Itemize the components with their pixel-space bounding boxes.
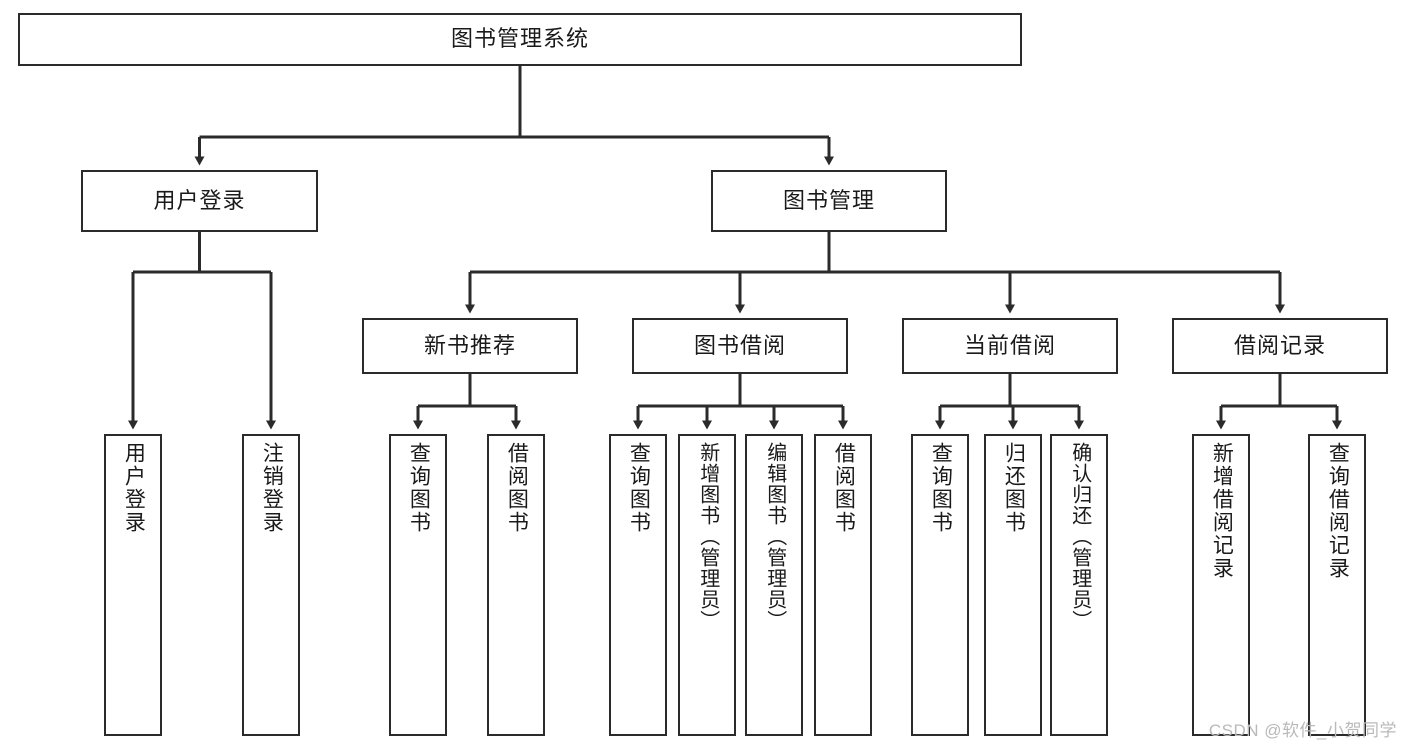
node-label: 图书借阅	[693, 332, 786, 358]
node-label: 当前借阅	[963, 332, 1056, 358]
node-user-login[interactable]: 用户登录	[81, 170, 318, 232]
node-borrowing-record[interactable]: 借阅记录	[1172, 318, 1388, 374]
node-label: 图书管理系统	[450, 26, 589, 52]
node-label: 借阅图书	[832, 442, 856, 534]
node-book-borrowing[interactable]: 图书借阅	[632, 318, 848, 374]
node-label: 图书管理	[782, 187, 875, 213]
node-book-management[interactable]: 图书管理	[711, 170, 947, 232]
node-label: 归还图书	[1002, 442, 1026, 534]
node-label: 用户登录	[153, 187, 246, 213]
node-leaf-logout-login[interactable]: 注销登录	[242, 434, 300, 736]
node-label: 新增借阅记录	[1210, 442, 1234, 580]
node-leaf-edit-book-admin[interactable]: 编辑图书（管理员）	[745, 434, 803, 736]
node-label: 查询借阅记录	[1326, 442, 1350, 580]
node-leaf-borrow-book-a[interactable]: 借阅图书	[487, 434, 545, 736]
node-leaf-query-borrow-record[interactable]: 查询借阅记录	[1308, 434, 1366, 736]
node-label: 确认归还（管理员）	[1068, 442, 1091, 631]
node-leaf-return-book[interactable]: 归还图书	[984, 434, 1042, 736]
node-label: 编辑图书（管理员）	[763, 442, 786, 631]
csdn-watermark: CSDN @软件_小贺同学	[1208, 721, 1397, 740]
node-label: 借阅记录	[1233, 332, 1326, 358]
node-root-system[interactable]: 图书管理系统	[18, 13, 1022, 66]
node-leaf-add-book-admin[interactable]: 新增图书（管理员）	[678, 434, 736, 736]
node-leaf-query-book-c[interactable]: 查询图书	[911, 434, 969, 736]
node-leaf-query-book-a[interactable]: 查询图书	[389, 434, 447, 736]
node-leaf-borrow-book-b[interactable]: 借阅图书	[814, 434, 872, 736]
node-leaf-add-borrow-record[interactable]: 新增借阅记录	[1192, 434, 1250, 736]
node-label: 新增图书（管理员）	[696, 442, 719, 631]
node-label: 用户登录	[122, 442, 146, 534]
node-leaf-confirm-return-admin[interactable]: 确认归还（管理员）	[1050, 434, 1108, 736]
node-label: 查询图书	[407, 442, 431, 534]
node-leaf-query-book-b[interactable]: 查询图书	[609, 434, 667, 736]
node-current-borrowing[interactable]: 当前借阅	[902, 318, 1118, 374]
node-label: 新书推荐	[423, 332, 516, 358]
node-label: 注销登录	[260, 442, 284, 534]
node-label: 查询图书	[929, 442, 953, 534]
node-label: 查询图书	[627, 442, 651, 534]
node-leaf-user-login[interactable]: 用户登录	[104, 434, 162, 736]
node-new-book-recommendation[interactable]: 新书推荐	[362, 318, 578, 374]
node-label: 借阅图书	[505, 442, 529, 534]
